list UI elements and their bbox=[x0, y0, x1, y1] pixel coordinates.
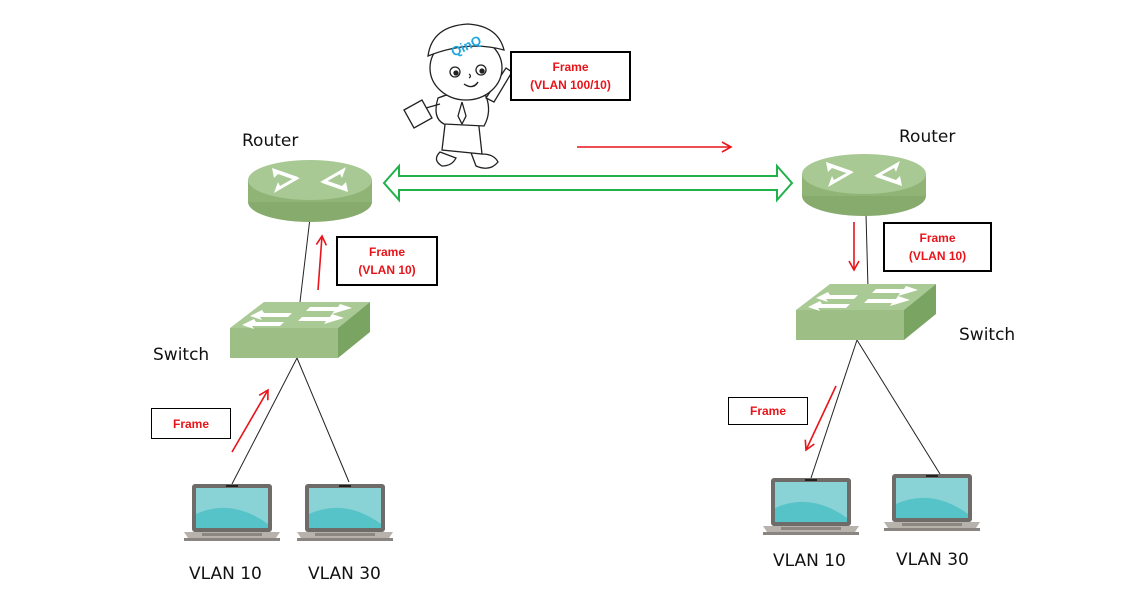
frame-box-left-host-text: Frame bbox=[172, 416, 210, 431]
frame-box-right-router-line1: Frame bbox=[919, 231, 956, 245]
frame-box-qinq: Frame (VLAN 100/10) bbox=[510, 51, 631, 101]
router-right-label: Router bbox=[899, 127, 956, 147]
router-left-label: Router bbox=[242, 131, 299, 151]
switch-right-icon bbox=[796, 284, 936, 340]
switch-left-label: Switch bbox=[153, 345, 210, 365]
link-switch-host2-right bbox=[856, 339, 941, 475]
host-left-vlan10-label: VLAN 10 bbox=[189, 564, 262, 584]
frame-arrow-right-host bbox=[804, 385, 837, 452]
qinq-mascot-icon bbox=[403, 23, 513, 169]
router-right-icon bbox=[802, 154, 926, 216]
frame-box-right-host: Frame bbox=[728, 397, 808, 425]
switch-left-icon bbox=[230, 302, 370, 358]
laptop-left-vlan30-icon bbox=[297, 484, 393, 541]
switch-right-label: Switch bbox=[959, 325, 1016, 345]
link-router-switch-right bbox=[865, 213, 869, 289]
frame-box-left-router-line2: (VLAN 10) bbox=[358, 263, 416, 277]
frame-arrow-left-up bbox=[315, 234, 328, 291]
frame-box-qinq-line1: Frame bbox=[552, 60, 589, 74]
host-right-vlan10-label: VLAN 10 bbox=[773, 551, 846, 571]
laptop-right-vlan10-icon bbox=[763, 478, 859, 535]
frame-box-left-router: Frame (VLAN 10) bbox=[336, 236, 438, 286]
link-router-switch-left bbox=[299, 217, 311, 303]
link-switch-host2-left bbox=[296, 357, 350, 483]
frame-box-left-host: Frame bbox=[151, 408, 231, 439]
frame-box-qinq-line2: (VLAN 100/10) bbox=[530, 78, 611, 92]
frame-box-right-host-text: Frame bbox=[749, 404, 787, 418]
wan-double-arrow bbox=[382, 163, 794, 203]
router-left-icon bbox=[248, 160, 372, 222]
link-switch-host1-left bbox=[231, 357, 298, 485]
host-right-vlan30-label: VLAN 30 bbox=[896, 550, 969, 570]
laptop-left-vlan10-icon bbox=[184, 484, 280, 541]
frame-box-right-router-line2: (VLAN 10) bbox=[908, 249, 967, 263]
laptop-right-vlan30-icon bbox=[884, 474, 980, 531]
frame-box-left-router-line1: Frame bbox=[368, 245, 406, 259]
frame-arrow-left-host bbox=[231, 388, 269, 453]
link-switch-host1-right bbox=[810, 339, 858, 479]
host-left-vlan30-label: VLAN 30 bbox=[308, 564, 381, 584]
frame-box-right-router: Frame (VLAN 10) bbox=[883, 222, 992, 272]
